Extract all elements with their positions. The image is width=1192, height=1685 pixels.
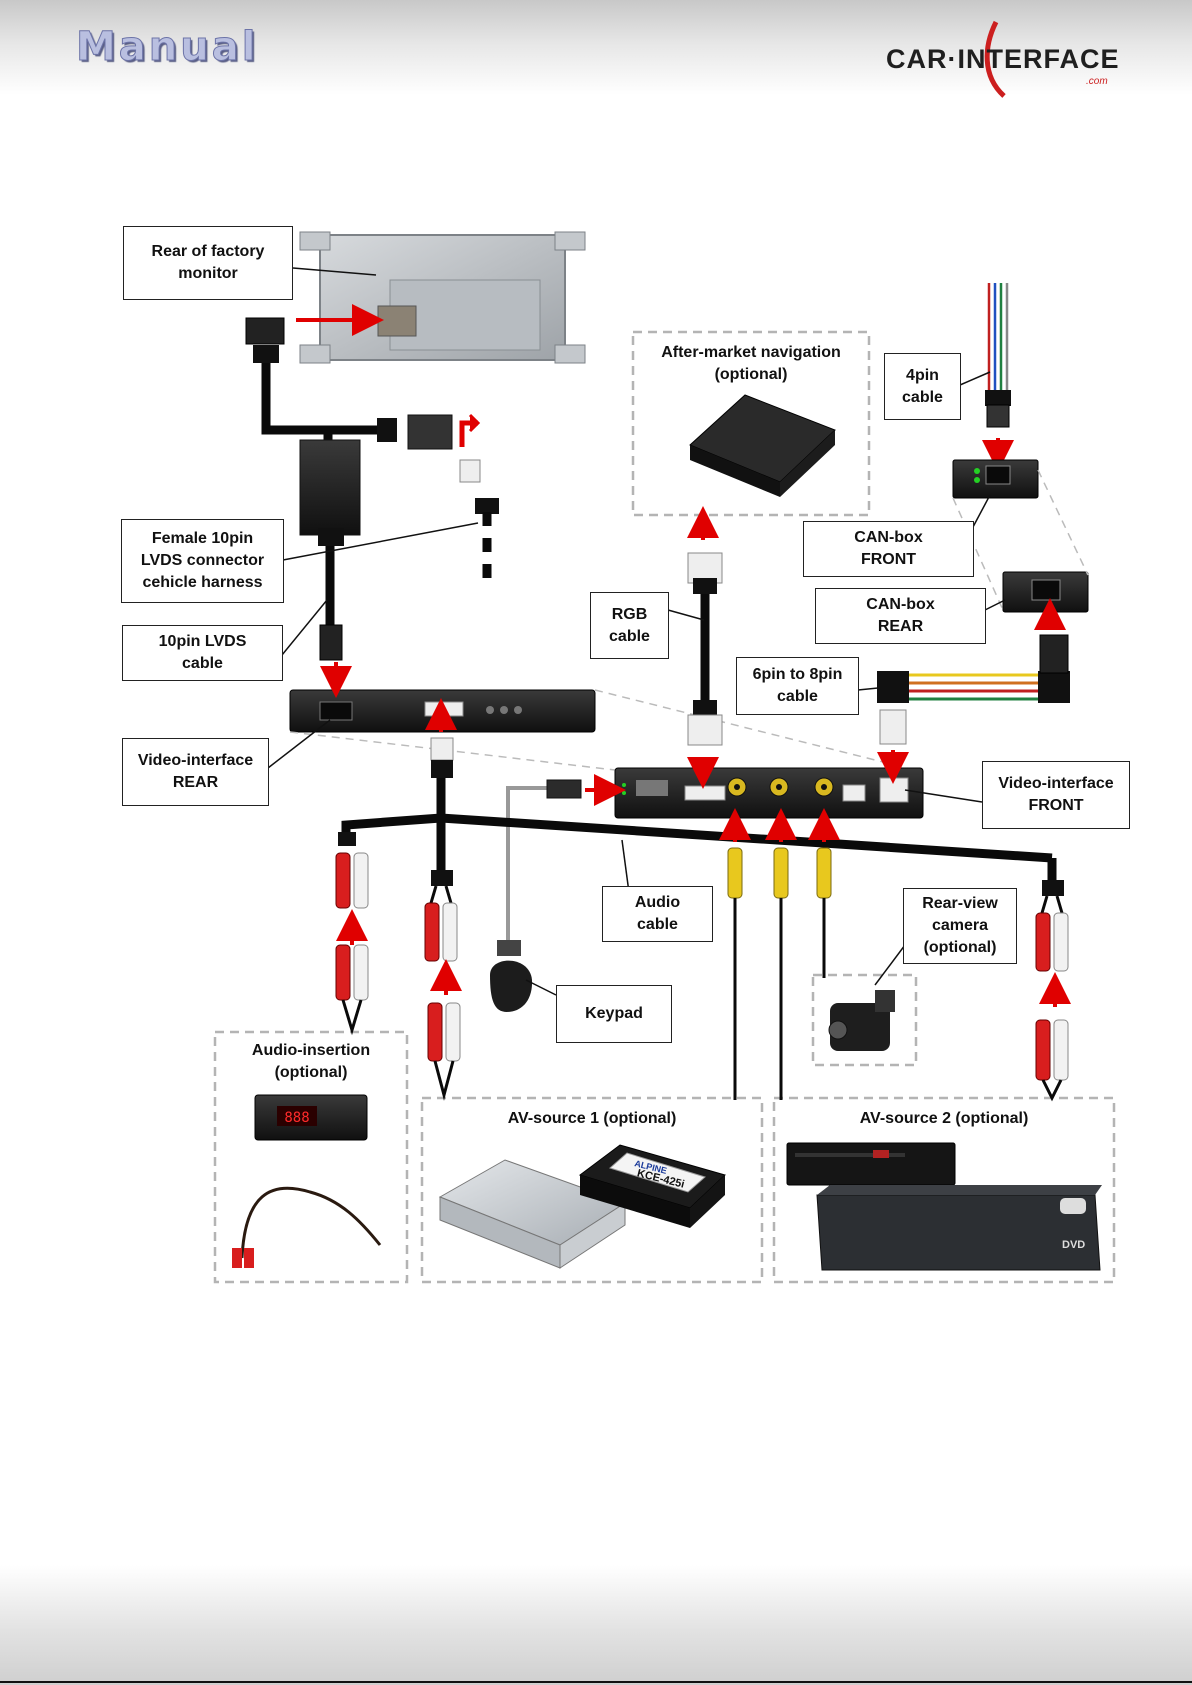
rgb-cable [687,552,723,746]
car-interface-logo: CAR·INTERFACE .com [886,20,1120,98]
av-source-2-group-box [772,1096,1116,1284]
canbox-front-device [952,459,1039,499]
dvd-player-slim [786,1142,956,1186]
label-canbox-rear: CAN-box REAR [815,588,986,644]
lvds-sleeve-2 [377,418,397,442]
video-rca-1 [727,847,743,1100]
alpine-kce-425i: ALPINE KCE-425i [578,1144,726,1228]
label-keypad: Keypad [556,985,672,1043]
audio-insertion-group-box [213,1030,409,1284]
canbox-rear-device [1002,571,1089,613]
page-footer [0,1565,1192,1685]
dvd-logo-text: DVD [1062,1239,1085,1251]
rca-pair-audio-1 [335,832,369,909]
title-av-source-2: AV-source 2 (optional) [859,1110,1029,1127]
rca-pair-av2 [1035,1019,1069,1102]
lvds-plug-monitor [245,317,285,345]
manual-title: Manual [75,24,259,71]
camera-group-box [811,973,918,1067]
title-audio-insertion: Audio-insertion (optional) [251,1042,371,1081]
label-rear-factory-monitor: Rear of factory monitor [123,226,293,300]
audio-connector-sleeve [431,760,453,778]
canbox-guide-2 [952,497,1004,611]
four-pin-cable [985,283,1011,428]
lvds-branch-connector [407,414,453,450]
rca-pair-av1 [427,1002,461,1101]
label-four-pin-cable: 4pin cable [884,353,961,420]
video-rca-2 [773,847,789,1100]
rca-pair-audio-2 [424,870,458,962]
lvds-sleeve-3 [318,528,344,546]
rca-pair-audio-insertion [335,944,369,1036]
six-to-eight-pin-cable [877,634,1070,745]
label-six-to-eight-pin-cable: 6pin to 8pin cable [736,657,859,715]
logo-wordmark: CAR·INTERFACE [886,44,1120,74]
lvds-connector-sleeve [475,498,499,514]
title-av-source-1: AV-source 1 (optional) [507,1110,677,1127]
rca-pair-audio-3 [1035,880,1069,972]
label-canbox-front: CAN-box FRONT [803,521,974,577]
logo-suffix: .com [1086,76,1108,87]
logo-swoosh [984,20,1006,98]
audio-connector-rear [430,737,454,761]
lvds-pin-connector [459,459,481,483]
label-audio-cable: Audio cable [602,886,713,942]
video-interface-front-device [614,767,924,819]
av-source-1-box [438,1159,627,1269]
factory-monitor [299,231,586,364]
lvds-sleeve [253,345,279,363]
leader-lines [267,267,1006,996]
soundgate-display: 888 [284,1110,309,1126]
audio-insertion-cable [232,1186,382,1268]
label-female-lvds-connector: Female 10pin LVDS connector cehicle harn… [121,519,284,603]
navigation-device [689,394,836,497]
lvds-splitter-box [299,439,361,536]
lvds-curved-arrowhead [468,413,481,433]
soundgate-device: 888 [254,1094,368,1141]
canbox-guide-1 [1037,469,1089,576]
video-rca-3 [816,847,832,978]
label-video-interface-rear: Video-interface REAR [122,738,269,806]
label-rear-view-camera: Rear-view camera (optional) [903,888,1017,964]
label-rgb-cable: RGB cable [590,592,669,659]
rear-front-guide-bottom [289,731,616,771]
lvds-cable-plug [319,624,343,661]
rear-camera-device [828,990,895,1051]
title-after-market-navigation: After-market navigation (optional) [661,344,841,383]
keypad-cable [490,779,582,1012]
label-lvds-cable: 10pin LVDS cable [122,625,283,681]
av-source-1-group-box [420,1096,764,1284]
dvd-changer: DVD [816,1185,1102,1271]
label-video-interface-front: Video-interface FRONT [982,761,1130,829]
footer-rule [0,1681,1192,1683]
